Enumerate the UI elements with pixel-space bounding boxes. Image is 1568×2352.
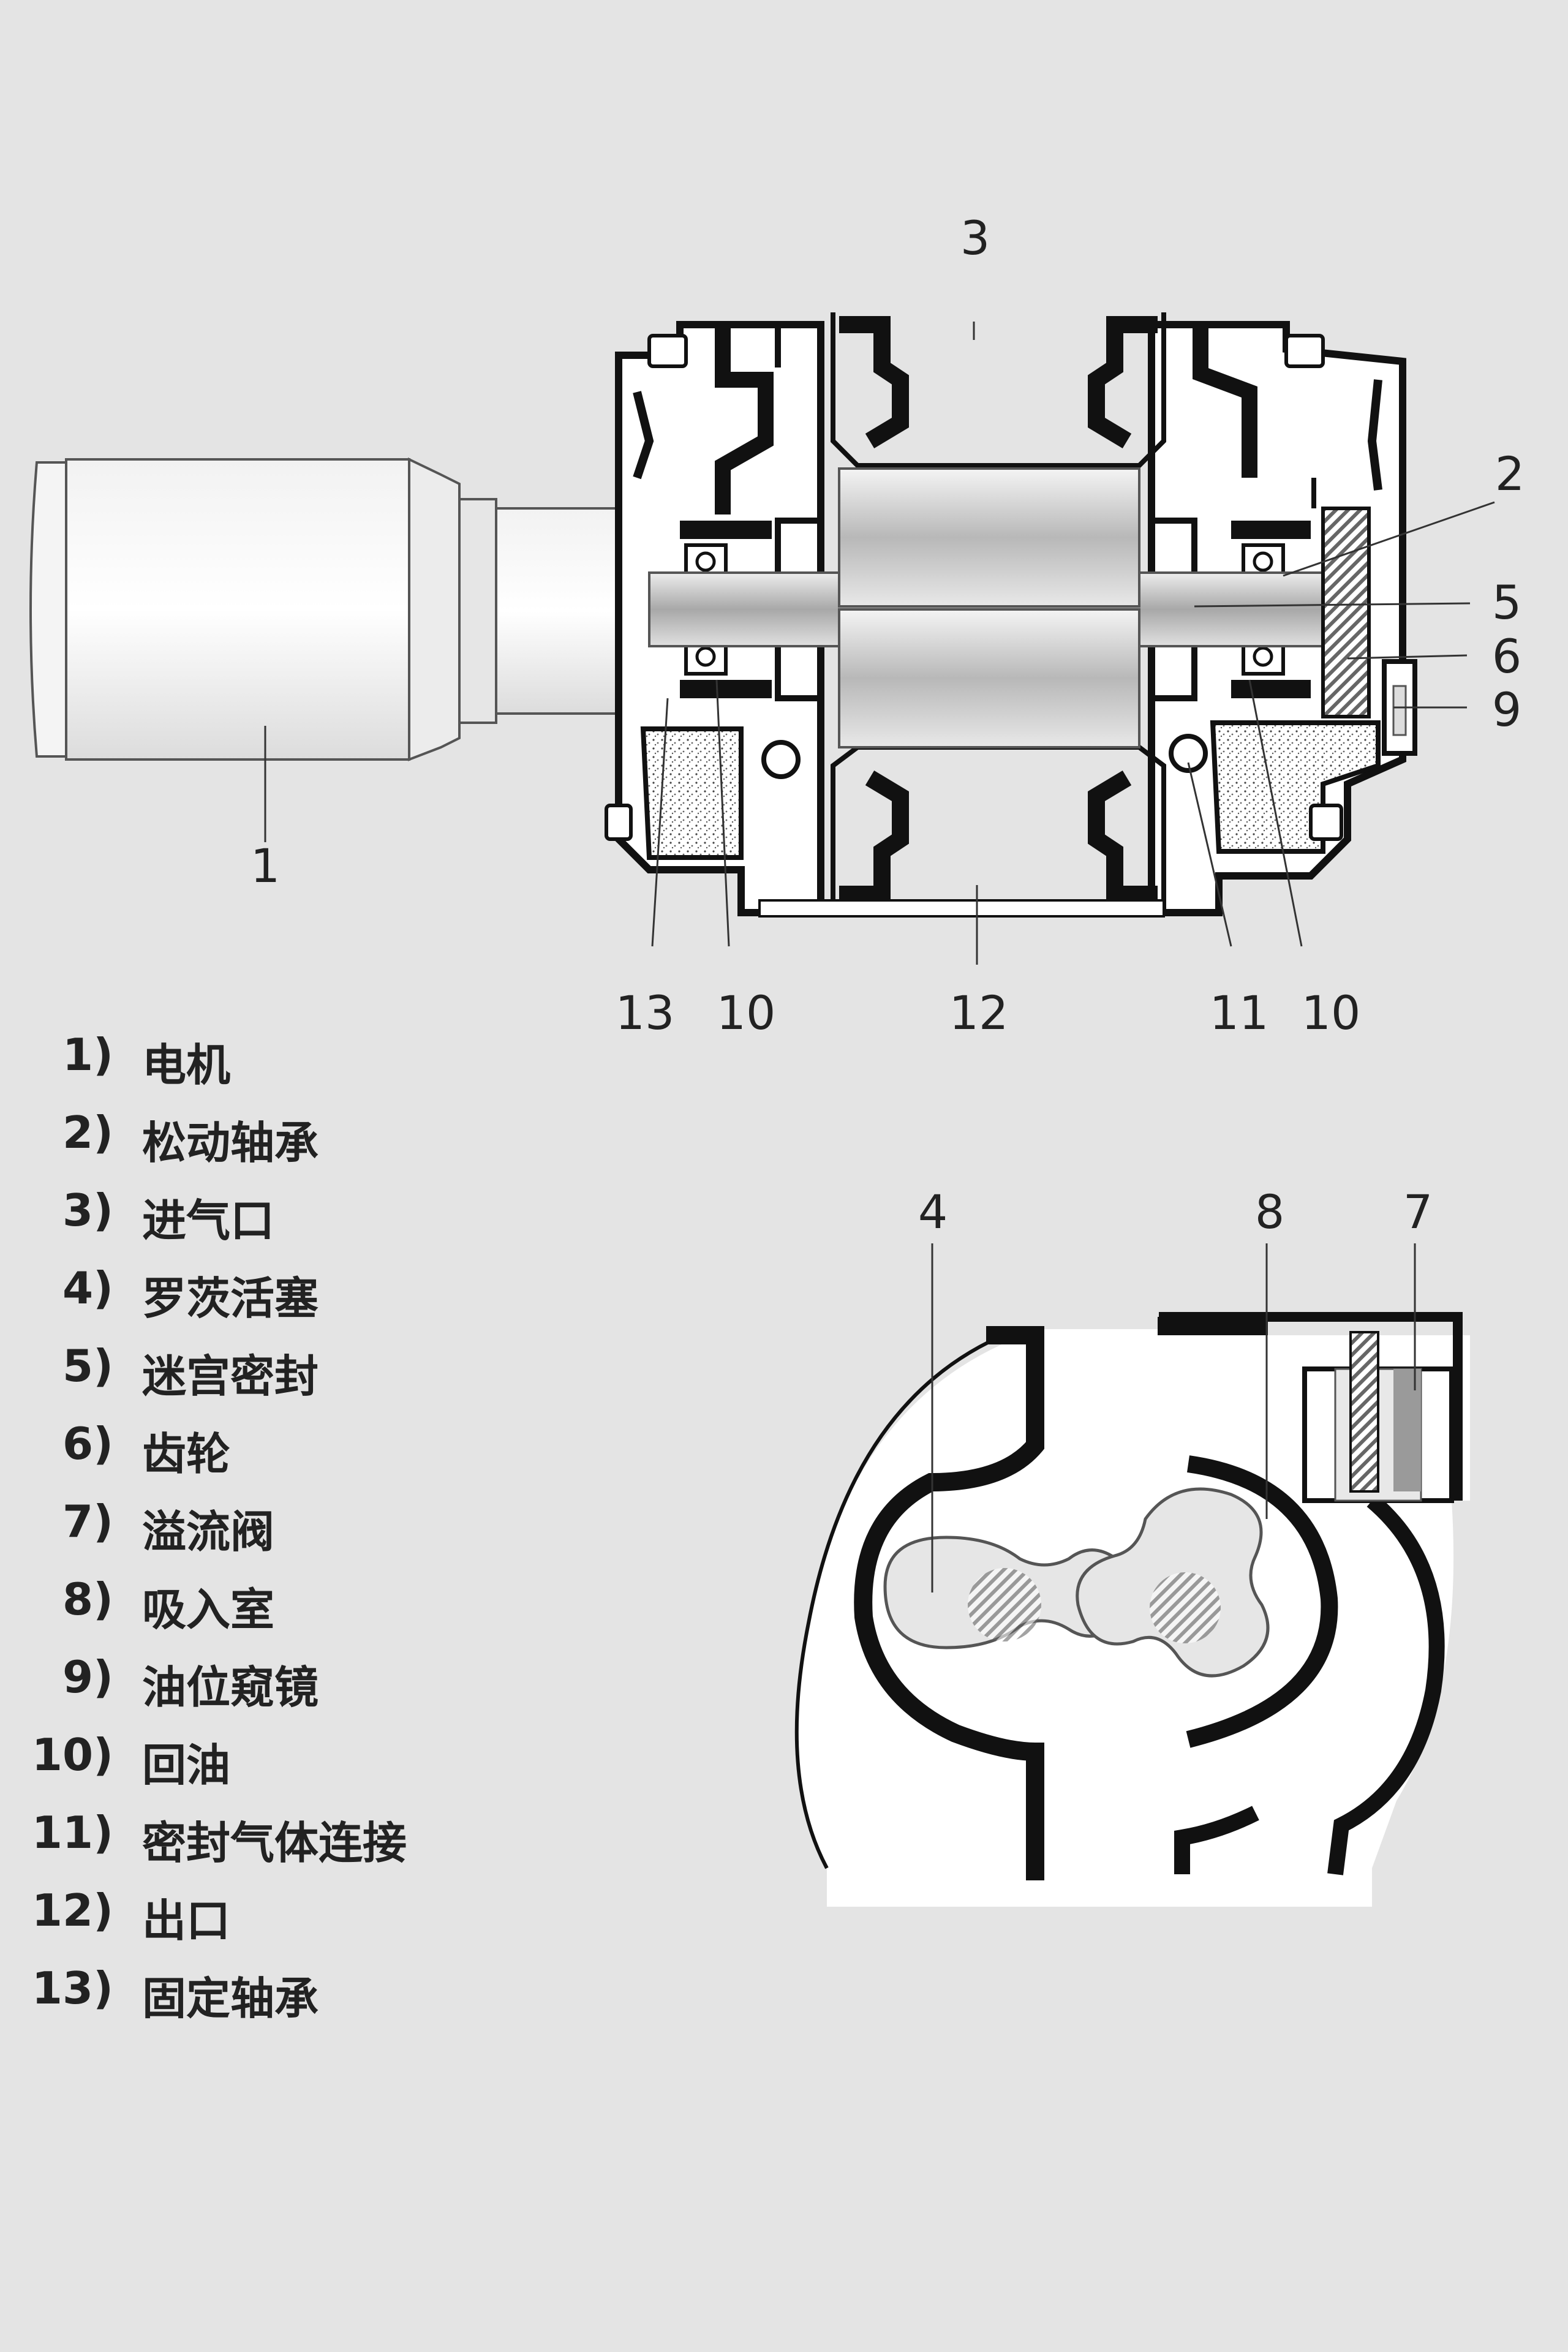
legend-item: 11) 密封气体连接 — [0, 1795, 551, 1872]
callout-5: 5 — [1492, 575, 1521, 630]
roots-piston — [883, 1487, 1270, 1678]
legend-label: 溢流阀 — [142, 1506, 275, 1558]
seal-gas-port-right — [1169, 734, 1208, 773]
gear — [1321, 507, 1371, 718]
legend-item: 12) 出口 — [0, 1872, 551, 1950]
callout-2: 2 — [1495, 447, 1525, 501]
leader-lines — [264, 322, 1495, 965]
legend-label: 齿轮 — [142, 1428, 231, 1480]
legend-item: 10) 回油 — [0, 1717, 551, 1795]
callout-8: 8 — [1255, 1185, 1284, 1239]
callout-4: 4 — [918, 1185, 948, 1239]
legend-item: 8) 吸入室 — [0, 1561, 551, 1639]
legend-item: 5) 迷宫密封 — [0, 1328, 551, 1406]
callout-10-right: 10 — [1302, 986, 1361, 1040]
overflow-valve — [1302, 1331, 1454, 1503]
legend-number: 11) — [31, 1807, 113, 1858]
callout-numbers: 1 2 3 4 5 6 7 8 9 10 10 11 12 13 — [251, 211, 1525, 1239]
longitudinal-section — [29, 312, 1417, 918]
legend-item: 2) 松动轴承 — [0, 1095, 551, 1172]
callout-10-left: 10 — [717, 986, 776, 1040]
callout-12: 12 — [949, 986, 1009, 1040]
legend-label: 迷宫密封 — [142, 1351, 319, 1402]
legend-number: 12) — [31, 1885, 113, 1936]
callout-6: 6 — [1492, 629, 1521, 684]
callout-1: 1 — [251, 839, 280, 893]
parts-legend: 1) 电机 2) 松动轴承 3) 进气口 4) 罗茨活塞 5) 迷宫密封 6) … — [0, 1017, 551, 2028]
rotor — [838, 467, 1140, 748]
legend-item: 6) 齿轮 — [0, 1406, 551, 1483]
legend-item: 7) 溢流阀 — [0, 1483, 551, 1561]
legend-number: 3) — [62, 1185, 113, 1236]
legend-item: 4) 罗茨活塞 — [0, 1250, 551, 1328]
legend-item: 9) 油位窥镜 — [0, 1639, 551, 1717]
legend-number: 13) — [31, 1962, 113, 2014]
loose-bearing — [1242, 543, 1285, 676]
callout-13: 13 — [616, 986, 675, 1040]
legend-item: 1) 电机 — [0, 1017, 551, 1095]
leader-lines-bottom — [931, 1243, 1416, 1593]
legend-number: 5) — [62, 1340, 113, 1392]
legend-number: 8) — [62, 1574, 113, 1625]
legend-label: 松动轴承 — [142, 1117, 319, 1169]
legend-number: 9) — [62, 1651, 113, 1703]
legend-item: 13) 固定轴承 — [0, 1950, 551, 2028]
legend-label: 电机 — [142, 1039, 231, 1091]
legend-number: 4) — [62, 1262, 113, 1314]
legend-label: 油位窥镜 — [142, 1662, 319, 1713]
legend-label: 吸入室 — [142, 1584, 275, 1635]
legend-number: 2) — [62, 1107, 113, 1158]
callout-9: 9 — [1492, 682, 1521, 737]
bolts — [605, 334, 1343, 841]
legend-number: 10) — [31, 1729, 113, 1781]
legend-label: 出口 — [142, 1895, 231, 1947]
seal-gas-port-left — [761, 740, 801, 779]
legend-label: 进气口 — [142, 1195, 275, 1246]
legend-label: 回油 — [142, 1740, 231, 1791]
transverse-section — [794, 1312, 1470, 1907]
legend-label: 固定轴承 — [142, 1973, 319, 2024]
callout-11: 11 — [1210, 986, 1269, 1040]
legend-number: 1) — [62, 1029, 113, 1080]
callout-7: 7 — [1403, 1185, 1433, 1239]
legend-number: 6) — [62, 1418, 113, 1469]
legend-item: 3) 进气口 — [0, 1172, 551, 1250]
motor — [29, 457, 632, 761]
callout-3: 3 — [960, 211, 990, 265]
legend-number: 7) — [62, 1496, 113, 1547]
legend-label: 罗茨活塞 — [142, 1273, 319, 1324]
legend-label: 密封气体连接 — [142, 1817, 407, 1869]
